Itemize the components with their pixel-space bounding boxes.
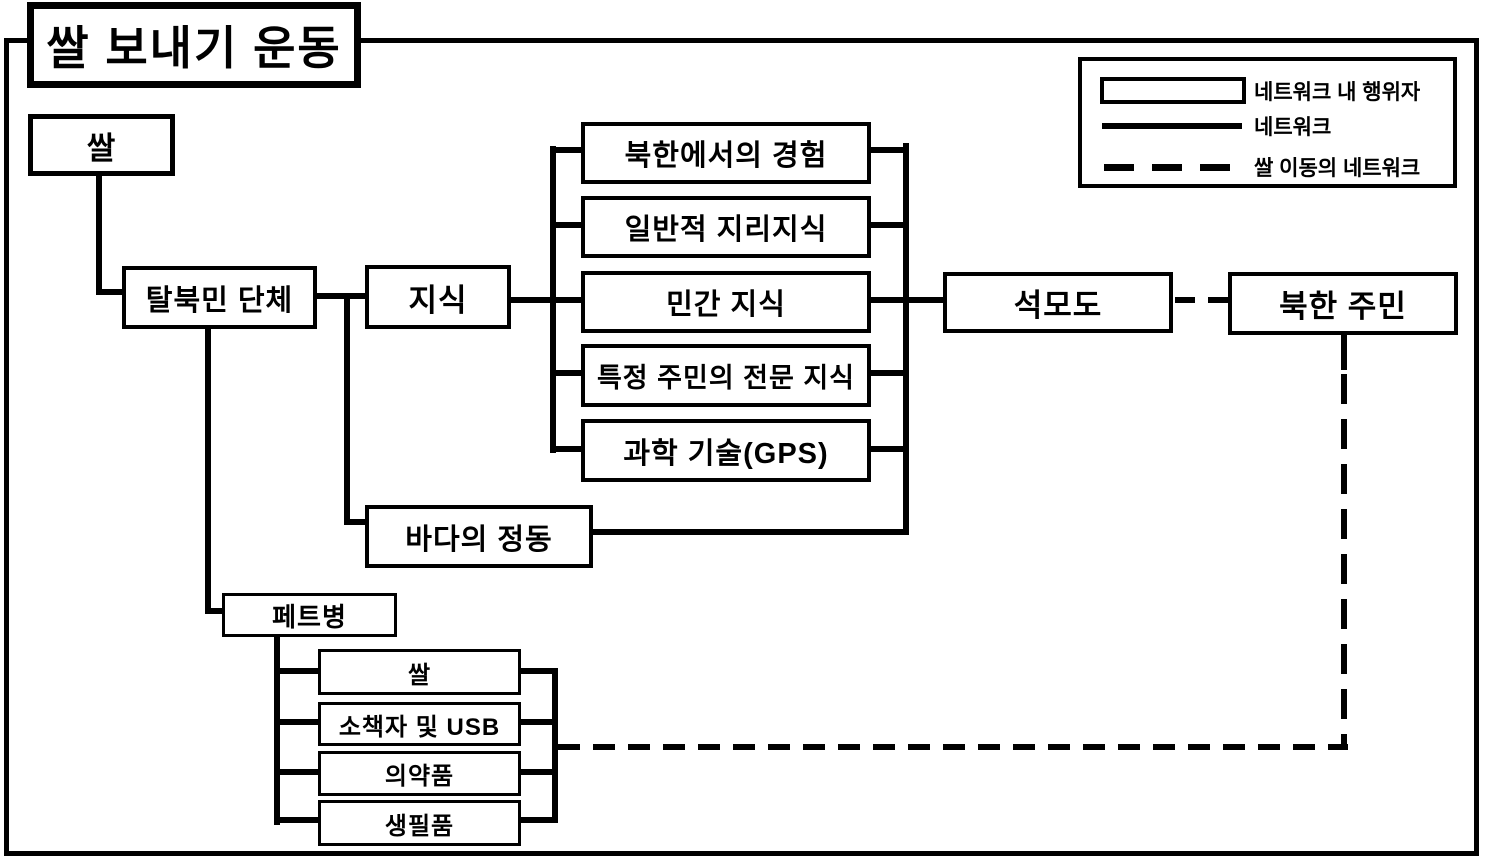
node-content-booklet-usb: 소책자 및 USB <box>318 702 521 746</box>
node-seokmodo: 석모도 <box>943 272 1173 333</box>
edge-content-stub-4 <box>274 817 320 823</box>
node-general-geography: 일반적 지리지식 <box>581 196 871 258</box>
edge-right-stub-1 <box>869 147 905 153</box>
node-content-necessities: 생필품 <box>318 800 521 846</box>
edge-defector-to-knowledge <box>315 293 367 299</box>
node-folk-knowledge: 민간 지식 <box>581 271 871 333</box>
legend-label-rice-move: 쌀 이동의 네트워크 <box>1254 157 1421 180</box>
node-sea-affect: 바다의 정동 <box>365 505 593 568</box>
edge-pet-bottle-down <box>274 635 280 825</box>
edge-content-right-bus <box>552 668 558 823</box>
edge-content-stub-3 <box>274 769 320 775</box>
edge-right-stub-2 <box>869 222 905 228</box>
edge-left-stub-1 <box>554 147 583 153</box>
edge-nk-residents-down-stub <box>1341 334 1347 370</box>
edge-content-stub-2 <box>274 719 320 725</box>
edge-dashed-contents-to-nk <box>558 744 1348 750</box>
diagram-border <box>4 38 1479 856</box>
node-knowledge: 지식 <box>365 265 511 329</box>
edge-rice-down <box>96 174 102 295</box>
edge-sea-affect-to-bus <box>591 529 905 535</box>
edge-rice-to-defector <box>96 289 126 295</box>
edge-left-stub-4 <box>554 370 583 376</box>
edge-content-stub-1 <box>274 668 320 674</box>
node-pet-bottle: 페트병 <box>222 593 397 637</box>
edge-knowledge-to-folk <box>509 297 583 303</box>
edge-dashed-seokmodo-to-nk <box>1175 297 1228 303</box>
edge-dashed-nk-down <box>1341 374 1347 748</box>
edge-content-right-stub-4 <box>519 817 555 823</box>
legend-label-network: 네트워크 <box>1254 116 1332 139</box>
edge-content-right-stub-3 <box>519 769 555 775</box>
legend-network-line-swatch <box>1102 123 1242 129</box>
edge-knowledge-right-bus <box>903 143 909 535</box>
node-content-medicine: 의약품 <box>318 751 521 796</box>
node-defector-group: 탈북민 단체 <box>122 266 317 329</box>
node-expert-knowledge: 특정 주민의 전문 지식 <box>581 344 871 407</box>
legend-actor-box-swatch <box>1100 77 1246 104</box>
legend-label-actor: 네트워크 내 행위자 <box>1254 81 1421 104</box>
node-nk-residents: 북한 주민 <box>1228 272 1458 335</box>
edge-defector-down <box>205 327 211 614</box>
node-rice: 쌀 <box>28 114 175 176</box>
node-content-rice: 쌀 <box>318 649 521 695</box>
edge-left-stub-2 <box>554 222 583 228</box>
edge-drop-to-sea-affect <box>344 296 350 525</box>
edge-right-stub-3 <box>869 297 905 303</box>
legend-rice-move-dash-swatch <box>1104 164 1242 171</box>
edge-content-right-stub-2 <box>519 719 555 725</box>
node-nk-experience: 북한에서의 경험 <box>581 122 871 184</box>
edge-right-stub-5 <box>869 446 905 452</box>
legend: 네트워크 내 행위자 네트워크 쌀 이동의 네트워크 <box>1078 57 1457 188</box>
node-science-gps: 과학 기술(GPS) <box>581 419 871 482</box>
edge-sea-affect-stub <box>344 519 368 525</box>
diagram-title: 쌀 보내기 운동 <box>27 2 361 88</box>
edge-left-stub-5 <box>554 446 583 452</box>
edge-content-right-stub-1 <box>519 668 555 674</box>
edge-to-pet-bottle <box>205 608 225 614</box>
edge-knowledge-left-bus <box>550 146 556 453</box>
edge-bus-to-seokmodo <box>903 297 945 303</box>
edge-right-stub-4 <box>869 370 905 376</box>
